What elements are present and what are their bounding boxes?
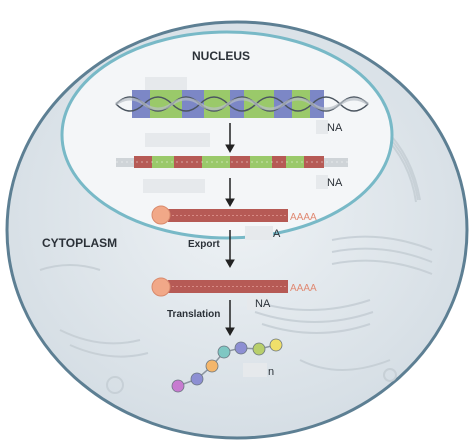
pre-mrna-tag: NA xyxy=(327,177,343,189)
arrow-down-icon xyxy=(225,178,235,208)
mrna-cytoplasm-tag: NA xyxy=(255,298,271,310)
protein-tag: n xyxy=(268,366,274,378)
redaction-block-icon xyxy=(247,296,269,310)
amino-acid-bead xyxy=(217,345,231,359)
dna-double-helix xyxy=(115,90,369,118)
poly-a-tail-2: AAAA xyxy=(290,283,317,294)
redaction-block-icon xyxy=(145,133,210,147)
cytoplasm-label: CYTOPLASM xyxy=(42,236,117,250)
pre-mrna-strand xyxy=(116,156,348,168)
mature-mrna-nucleus xyxy=(168,209,288,222)
poly-a-tail-1: AAAA xyxy=(290,212,317,223)
amino-acid-bead xyxy=(190,372,204,386)
nucleus-label: NUCLEUS xyxy=(192,49,250,63)
amino-acid-bead xyxy=(269,338,283,352)
redaction-block-icon xyxy=(143,179,205,193)
arrow-down-icon xyxy=(225,123,235,154)
arrow-down-icon xyxy=(225,230,235,269)
amino-acid-bead xyxy=(205,359,219,373)
translation-label: Translation xyxy=(167,309,220,320)
redaction-block-icon xyxy=(245,226,273,240)
export-label: Export xyxy=(188,239,220,250)
redaction-block-icon xyxy=(145,77,187,91)
mrna-cytoplasm xyxy=(168,280,288,293)
five-prime-cap-icon xyxy=(151,205,171,225)
dna-tag: NA xyxy=(327,122,343,134)
redaction-block-icon xyxy=(243,363,267,377)
redaction-block-icon xyxy=(316,175,328,189)
redaction-block-icon xyxy=(316,120,328,134)
polypeptide-chain-icon xyxy=(171,338,283,393)
amino-acid-bead xyxy=(171,379,185,393)
five-prime-cap-icon xyxy=(151,277,171,297)
amino-acid-bead xyxy=(252,342,266,356)
mrna-nucleus-tag: A xyxy=(273,228,281,240)
arrow-down-icon xyxy=(225,300,235,337)
amino-acid-bead xyxy=(234,341,248,355)
